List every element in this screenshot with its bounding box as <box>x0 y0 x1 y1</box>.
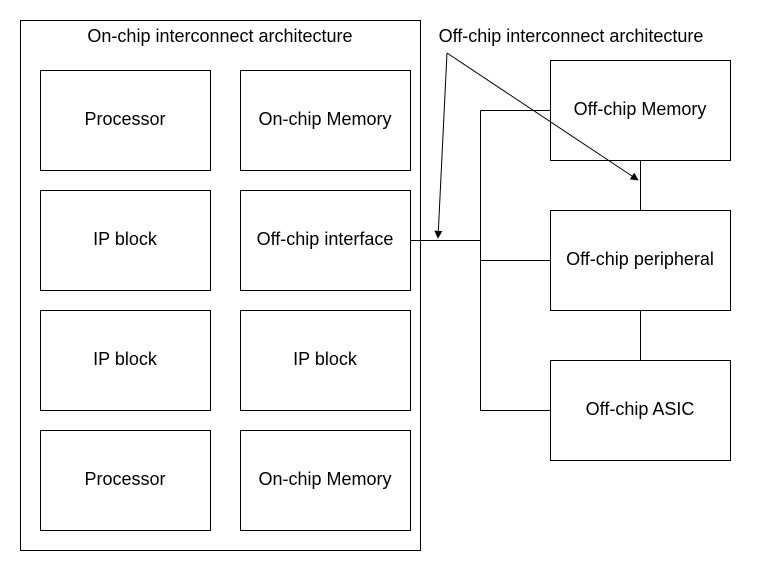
annotation-arrow-to-interface <box>434 52 448 239</box>
onchip-block-memory-2 <box>240 430 411 531</box>
onchip-container <box>20 20 421 551</box>
onchip-block-ip-3 <box>240 310 411 411</box>
onchip-block-processor-2 <box>40 430 211 531</box>
offchip-block-asic <box>550 360 731 461</box>
onchip-block-processor-1 <box>40 70 211 171</box>
onchip-block-ip-1 <box>40 190 211 291</box>
onchip-block-offchip-interface <box>240 190 411 291</box>
annotation-arrow-to-bus <box>446 52 639 181</box>
offchip-block-peripheral <box>550 210 731 311</box>
onchip-block-memory-1 <box>240 70 411 171</box>
offchip-block-memory <box>550 60 731 161</box>
onchip-block-ip-2 <box>40 310 211 411</box>
